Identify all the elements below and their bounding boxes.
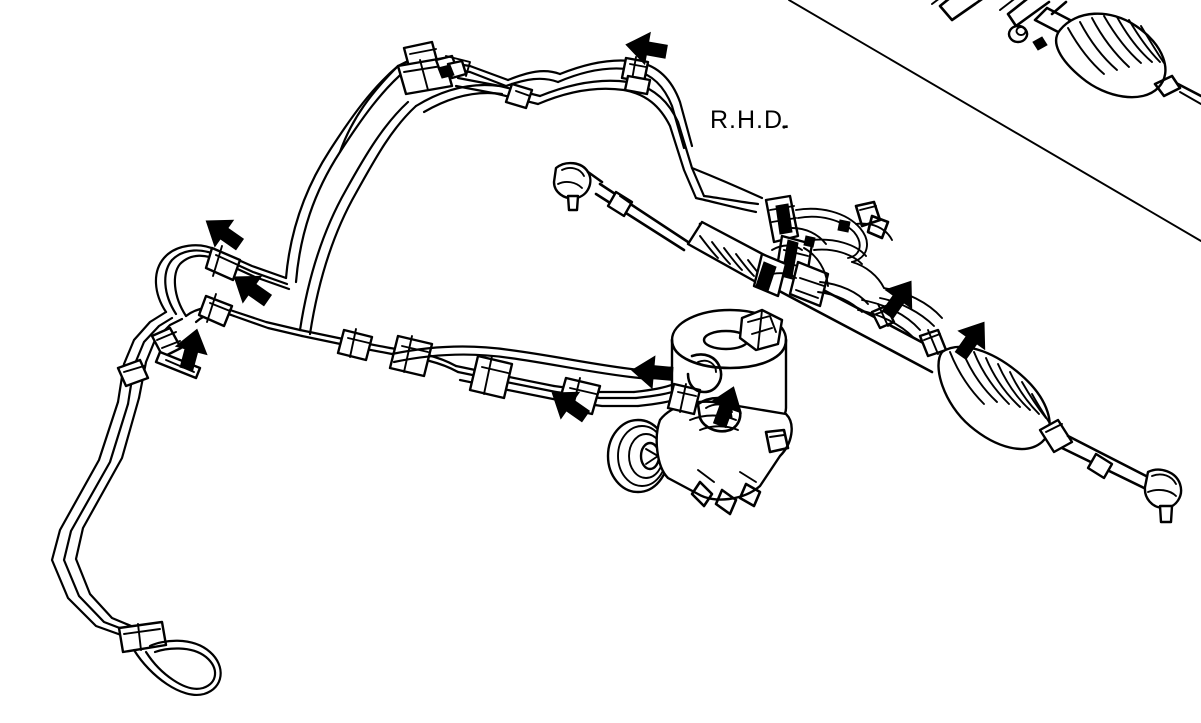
power-steering-pump — [606, 308, 793, 516]
left-hose-runs — [116, 244, 304, 406]
steering-gear — [552, 161, 1183, 524]
upper-arch-hoses — [284, 40, 706, 336]
center-tube-bundle — [298, 328, 694, 416]
rhd-label: R.H.D. — [710, 106, 791, 134]
inset-rack — [931, 0, 1201, 105]
inset-divider — [782, 0, 1201, 242]
cooler-loop — [50, 396, 222, 697]
